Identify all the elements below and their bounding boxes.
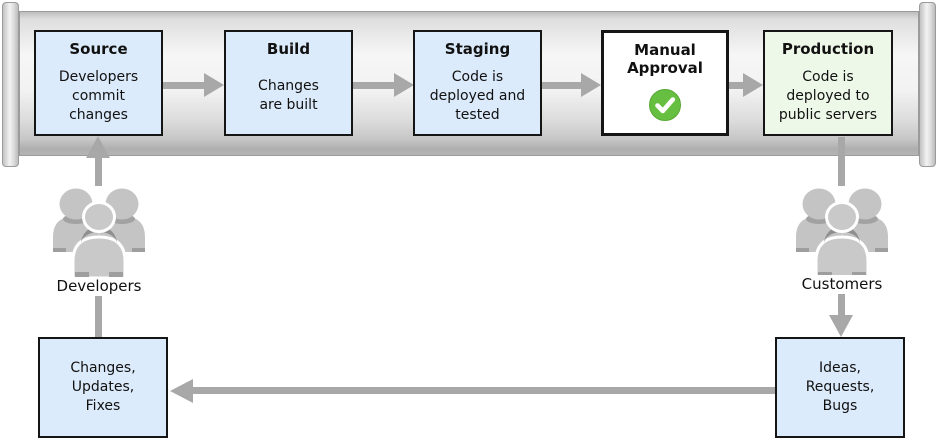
feedback-box-changes: Changes, Updates, Fixes [38,337,168,438]
stage-description: Developers commit changes [58,68,139,123]
stage-box-production: Production Code is deployed to public se… [763,30,893,136]
stage-title: Build [266,40,311,58]
stage-description: Changes are built [258,78,319,113]
stage-box-manual-approval: Manual Approval [601,30,729,136]
arrowhead-changes-to-source [86,136,110,158]
stage-box-source: Source Developers commit changes [34,30,163,136]
developers-label: Developers [32,277,166,296]
feedback-box-ideas: Ideas, Requests, Bugs [775,337,905,438]
arrow-staging-to-approval [542,82,581,89]
arrow-approval-to-production [729,82,743,89]
stage-description: Code is deployed and tested [429,68,526,123]
pipe-cap-right [919,2,936,167]
people-group-icon-customers [792,186,892,278]
people-group-icon-developers [49,186,149,278]
arrow-ideas-to-changes [192,387,775,394]
stage-box-staging: Staging Code is deployed and tested [413,30,542,136]
stage-title: Staging [444,40,511,58]
stage-title: Manual Approval [627,41,703,77]
check-circle-icon [649,89,681,121]
stage-title: Source [69,40,128,58]
arrow-build-to-staging [353,82,394,89]
arrowhead-ideas-to-changes [170,379,193,403]
arrow-source-to-build [163,82,204,89]
arrowhead-production-to-ideas [829,315,853,337]
stage-title: Production [781,40,875,58]
feedback-box-text: Ideas, Requests, Bugs [805,360,875,414]
arrowhead-build-to-staging [394,73,414,97]
arrowhead-source-to-build [204,73,224,97]
arrowhead-staging-to-approval [581,73,601,97]
feedback-box-text: Changes, Updates, Fixes [70,360,136,414]
stage-description: Code is deployed to public servers [778,68,878,123]
customers-label: Customers [775,275,909,294]
stage-box-build: Build Changes are built [224,30,353,136]
pipe-cap-left [2,2,19,167]
arrowhead-approval-to-production [743,73,763,97]
